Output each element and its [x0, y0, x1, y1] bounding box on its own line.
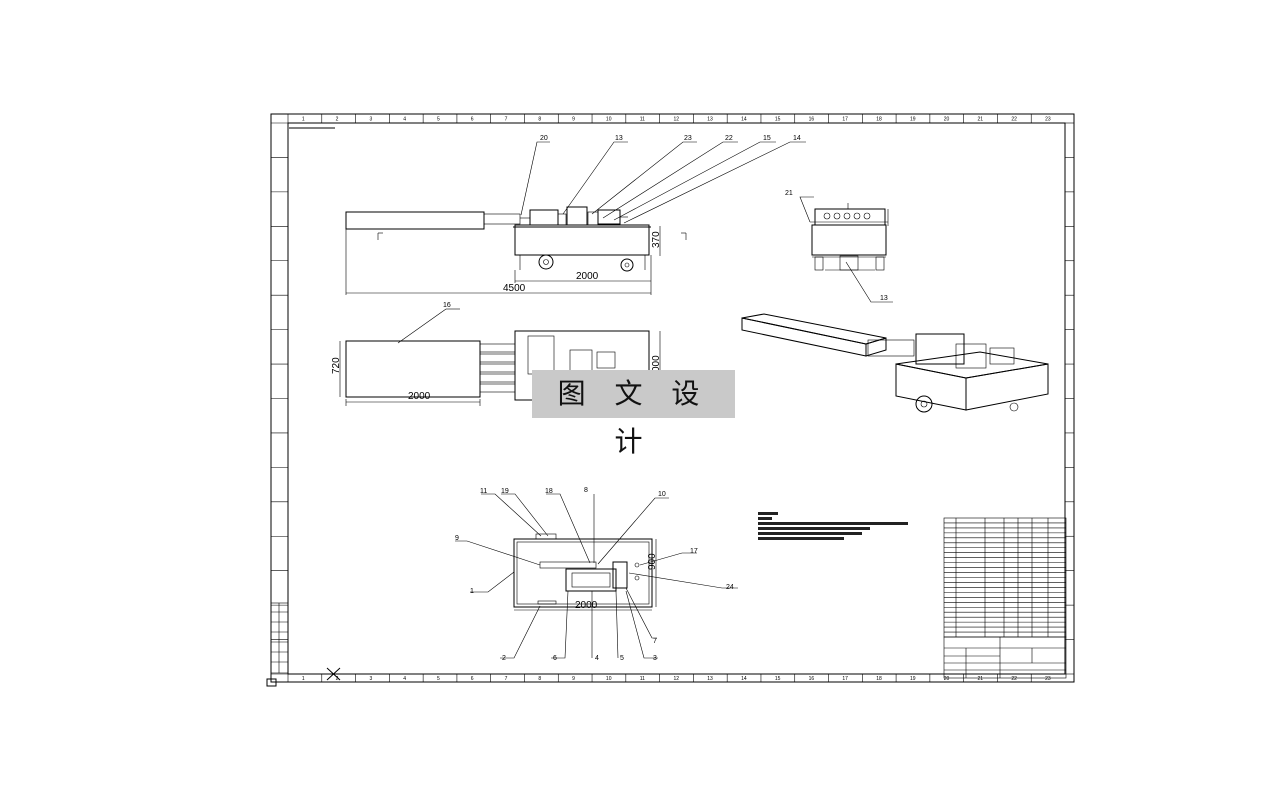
zone-number: 20: [944, 117, 950, 123]
callout-13-side: 13: [880, 295, 888, 302]
zone-number: 3: [369, 117, 372, 123]
left-title-block: [270, 602, 289, 674]
zone-number: 12: [674, 676, 680, 682]
zone-number: 19: [910, 676, 916, 682]
zone-number: 11: [640, 117, 645, 123]
zone-number: 6: [471, 117, 474, 123]
zone-ticks: [271, 114, 1074, 682]
conveyor-extension: [345, 211, 485, 230]
corner-mark: [266, 678, 277, 687]
callout-17: 17: [690, 548, 698, 555]
zone-number: 22: [1011, 117, 1017, 123]
zone-number: 17: [842, 676, 848, 682]
bottom-view: 2000 900: [513, 533, 658, 611]
zone-number: 6: [471, 676, 474, 682]
front-leaders: [520, 141, 806, 224]
wheel-left: [538, 254, 554, 270]
zone-number: 12: [674, 117, 680, 123]
callout-13: 13: [615, 135, 623, 142]
zone-number: 10: [606, 117, 612, 123]
callout-11: 11: [480, 488, 487, 495]
zone-number: 8: [538, 117, 541, 123]
dim-body-length: 2000: [576, 271, 599, 282]
title-block: [943, 636, 1067, 679]
zone-number: 4: [403, 676, 406, 682]
zone-number: 13: [707, 117, 713, 123]
zone-number: 11: [640, 676, 645, 682]
callout-22: 22: [725, 135, 733, 142]
zone-number: 4: [403, 117, 406, 123]
zone-number: 17: [842, 117, 848, 123]
zone-number: 20: [944, 676, 950, 682]
callout-15: 15: [763, 135, 771, 142]
zone-number: 5: [437, 676, 440, 682]
parts-list-table: [943, 517, 1067, 638]
callout-10: 10: [658, 491, 666, 498]
zone-number: 16: [809, 117, 815, 123]
bottom-leaders: [455, 493, 738, 659]
callout-19: 19: [501, 488, 509, 495]
watermark: 图 文 设 计: [532, 370, 735, 458]
zone-number: 5: [437, 117, 440, 123]
zone-number: 18: [876, 117, 882, 123]
zone-number: 15: [775, 676, 781, 682]
zone-number: 22: [1011, 676, 1017, 682]
zone-number: 14: [741, 676, 747, 682]
callout-23: 23: [684, 135, 692, 142]
zone-number: 13: [707, 676, 713, 682]
dim-bottom-length: 2000: [575, 600, 598, 611]
zone-number: 23: [1045, 117, 1051, 123]
callout-3: 3: [653, 655, 657, 662]
callout-24: 24: [726, 584, 734, 591]
callout-4: 4: [595, 655, 599, 662]
zone-number: 19: [910, 117, 916, 123]
callout-20: 20: [540, 135, 548, 142]
dim-plan-length: 2000: [408, 391, 431, 402]
wheel-right: [620, 258, 634, 272]
outer-frame: [270, 113, 1075, 683]
callout-21: 21: [785, 190, 793, 197]
zone-number: 8: [538, 676, 541, 682]
zone-numbers: 1122334455667788991010111112121313141415…: [302, 117, 1051, 683]
zone-number: 2: [336, 117, 339, 123]
callout-16: 16: [443, 302, 451, 309]
zone-number: 15: [775, 117, 781, 123]
technical-notes: [758, 512, 908, 540]
dim-height: 370: [651, 231, 662, 248]
callout-14: 14: [793, 135, 801, 142]
isometric-view: [741, 313, 1049, 413]
callout-2: 2: [502, 655, 506, 662]
zone-number: 14: [741, 117, 747, 123]
dim-plan-right: 000: [651, 355, 662, 372]
callout-7: 7: [653, 638, 657, 645]
zone-number: 18: [876, 676, 882, 682]
dim-overall-length: 4500: [503, 283, 526, 294]
zone-number: 21: [978, 117, 984, 123]
zone-number: 23: [1045, 676, 1051, 682]
dim-plan-width: 720: [331, 357, 342, 374]
zone-number: 9: [572, 676, 575, 682]
callout-9: 9: [455, 535, 459, 542]
zone-number: 21: [978, 676, 984, 682]
zone-number: 16: [809, 676, 815, 682]
front-view: 4500 2000 370: [345, 206, 687, 295]
callout-6: 6: [553, 655, 557, 662]
zone-number: 7: [505, 676, 508, 682]
zone-number: 2: [336, 676, 339, 682]
plan-view: 720 2000 000: [331, 308, 662, 406]
zone-number: 1: [302, 676, 305, 682]
zone-number: 9: [572, 117, 575, 123]
zone-number: 1: [302, 117, 305, 123]
callout-18: 18: [545, 488, 553, 495]
side-view: [799, 196, 893, 303]
callout-1: 1: [470, 588, 474, 595]
callout-5: 5: [620, 655, 624, 662]
callout-8: 8: [584, 487, 588, 494]
zone-number: 10: [606, 676, 612, 682]
zone-number: 3: [369, 676, 372, 682]
zone-number: 7: [505, 117, 508, 123]
